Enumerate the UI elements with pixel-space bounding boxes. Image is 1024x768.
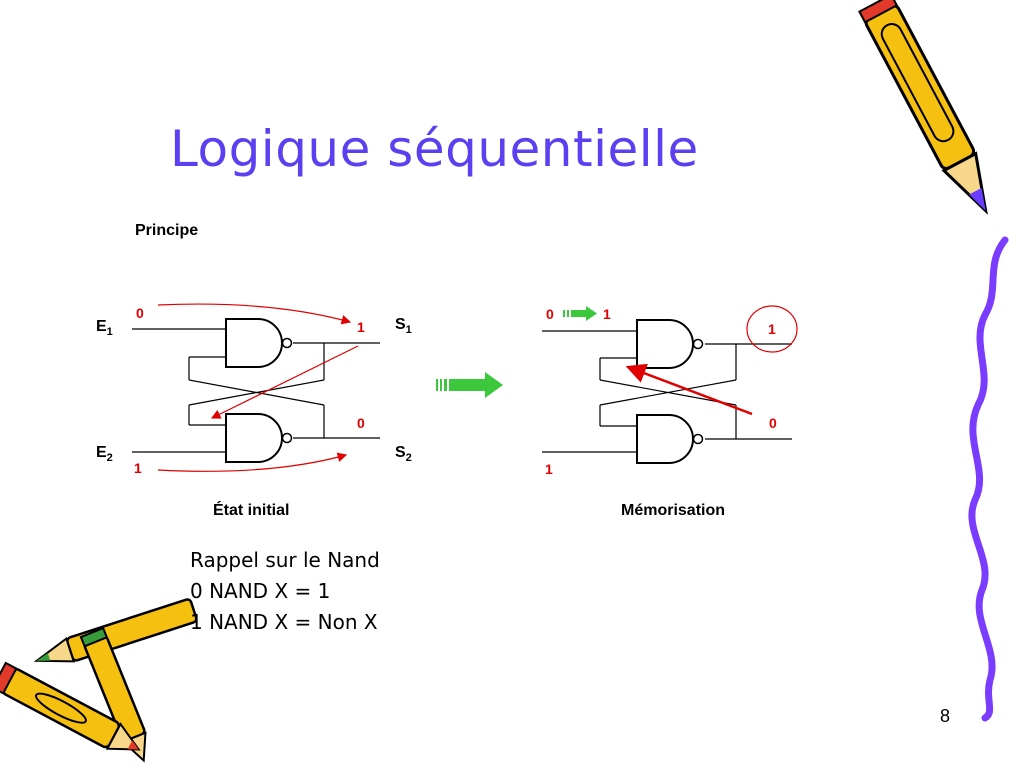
nand-gate-top [225,318,283,368]
s2-value: 0 [357,415,365,431]
highlight-circle [746,305,798,353]
nand-gate-top-right [636,319,694,369]
note-line-1: Rappel sur le Nand [190,548,380,572]
slide-title: Logique séquentielle [170,120,699,178]
output-top-value: 1 [768,321,776,337]
propagation-arrow-bottom [157,452,348,472]
e1-value: 0 [136,305,144,321]
caption-initial-state: État initial [213,502,290,519]
nand-bubble-bottom [281,432,293,444]
propagation-arrow-cross [210,345,359,419]
nand-bubble-top [281,337,293,349]
input-top-before-value: 0 [546,306,554,322]
input-top-after-value: 1 [603,306,611,322]
s1-value: 1 [357,319,365,335]
nand-gate-bottom-right [636,414,694,464]
pencils-icon [0,598,198,763]
s1-label: S1 [395,316,412,336]
input-bottom-value: 1 [545,461,553,477]
note-line-2: 0 NAND X = 1 [190,579,331,603]
feedback-arrow [625,363,753,416]
caption-memorisation: Mémorisation [621,502,726,519]
change-arrow-icon [563,306,597,321]
transition-arrow-icon [436,372,503,398]
left-circuit [132,318,380,463]
e2-label: E2 [96,444,113,464]
section-label: Principe [135,222,199,239]
right-circuit [542,319,792,464]
squiggle-decoration [968,236,1009,722]
page-number: 8 [940,706,951,726]
nand-reminder: Rappel sur le Nand 0 NAND X = 1 1 NAND X… [190,545,380,638]
e1-label: E1 [96,318,113,338]
e2-value: 1 [134,460,142,476]
output-bottom-value: 0 [769,415,777,431]
s2-label: S2 [395,444,412,464]
nand-gate-bottom [225,413,283,463]
note-line-3: 1 NAND X = Non X [190,610,378,634]
propagation-arrow-top [157,303,352,325]
pencil-icon [858,0,988,215]
